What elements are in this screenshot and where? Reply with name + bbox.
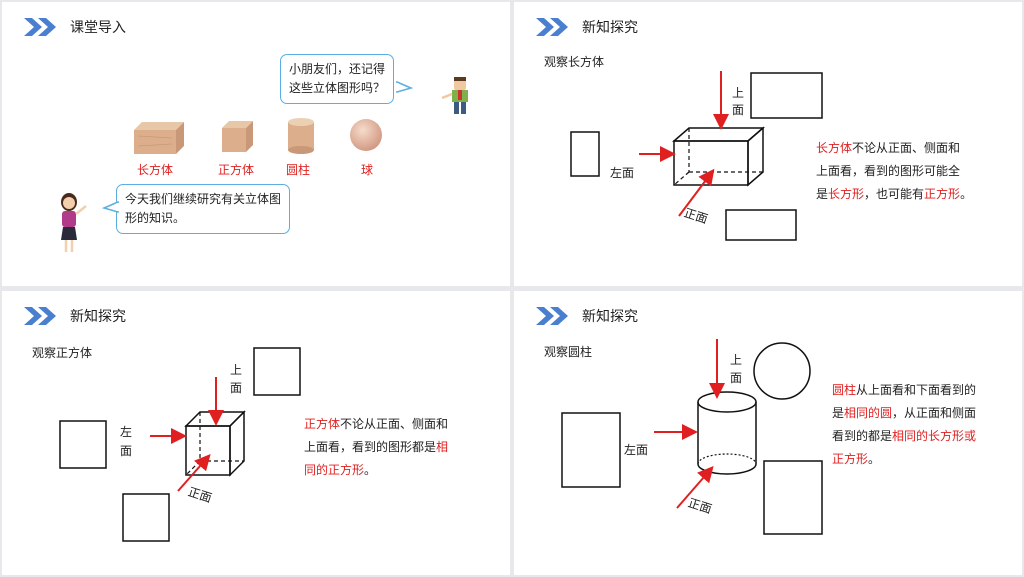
double-chevron-icon (24, 307, 56, 325)
slide-subtitle: 观察正方体 (32, 346, 93, 360)
label-top-1: 上 (730, 353, 743, 367)
highlight-term: 正方形 (832, 452, 869, 466)
bubble-tail (101, 200, 120, 213)
slide-subtitle: 观察圆柱 (544, 345, 593, 359)
cuboid-block-icon (134, 122, 184, 154)
cube-views-diagram (59, 347, 301, 542)
slide-title: 新知探究 (582, 309, 638, 325)
slide-title: 新知探究 (70, 309, 126, 325)
text-span: 上面看，看到的图形都是 (304, 440, 437, 454)
cylinder-views-diagram (561, 339, 823, 535)
highlight-term: 长方形 (828, 187, 865, 201)
text-span: ，也可能有 (864, 187, 925, 201)
shape-label-cube: 正方体 (218, 163, 255, 177)
cuboid-views-diagram (570, 71, 823, 241)
slide-panel-intro: 课堂导入 小朋友们，还记得 这些立体图形吗？ 长方体 正方体 圆柱 (2, 2, 510, 286)
slide-title: 课堂导入 (70, 20, 126, 36)
slide-header: 新知探究 (536, 305, 638, 327)
bubble-tail (395, 80, 414, 93)
slide-panel-cuboid: 新知探究 观察长方体 上 面 左面 正面 长方体不论从正面、侧面和 上面看，看到… (514, 2, 1022, 286)
highlight-term: 正方体 (304, 417, 341, 431)
slide-panel-cylinder: 新知探究 观察圆柱 上 面 左面 正面 圆柱从上面看和下面看到的 是相同的圆，从… (514, 291, 1022, 575)
label-left: 左面 (624, 443, 649, 457)
highlight-term: 长方体 (816, 141, 853, 155)
highlight-term: 相同的圆 (844, 406, 893, 420)
bubble-line: 小朋友们，还记得 (289, 62, 386, 76)
text-span: 从上面看和下面看到的 (856, 383, 977, 397)
slide-header: 课堂导入 (24, 16, 126, 38)
label-top-2: 面 (732, 103, 745, 117)
highlight-term: 相同的长方形或 (892, 429, 977, 443)
double-chevron-icon (536, 307, 568, 325)
label-left-2: 面 (120, 444, 133, 458)
text-span: 是 (816, 187, 829, 201)
highlight-term: 圆柱 (832, 383, 857, 397)
label-top-2: 面 (230, 381, 243, 395)
double-chevron-icon (24, 18, 56, 36)
text-line: 上面看，看到的图形可能全 (816, 164, 961, 178)
text-span: 。 (364, 463, 377, 477)
shape-label-sphere: 球 (361, 163, 374, 177)
bubble-line: 今天我们继续研究有关立体图 (125, 192, 282, 206)
bubble-line: 形的知识。 (125, 211, 186, 225)
text-span: 是 (832, 406, 845, 420)
cylinder-block-icon (288, 118, 314, 154)
cube-block-icon (222, 121, 253, 152)
text-span: 不论从正面、侧面和 (852, 141, 961, 155)
text-span: 。 (960, 187, 973, 201)
speech-bubble-teacher: 小朋友们，还记得 这些立体图形吗？ (280, 54, 395, 104)
description-text: 正方体不论从正面、侧面和 上面看，看到的图形都是相 同的正方形。 (304, 413, 448, 482)
bubble-line: 这些立体图形吗？ (289, 81, 386, 95)
text-span: 不论从正面、侧面和 (340, 417, 449, 431)
label-top-1: 上 (732, 86, 745, 100)
slide-header: 新知探究 (24, 305, 126, 327)
text-span: 看到的都是 (832, 429, 893, 443)
label-top-1: 上 (230, 363, 243, 377)
highlight-term: 同的正方形 (304, 463, 365, 477)
text-span: 。 (868, 452, 881, 466)
slide-panel-cube: 新知探究 观察正方体 上 面 左 面 正面 正方体不论从正面、侧面和 上面看，看… (2, 291, 510, 575)
highlight-term: 正方形 (924, 187, 961, 201)
man-pointing-figure (441, 77, 468, 114)
slide-header: 新知探究 (536, 16, 638, 38)
woman-teacher-figure (61, 193, 87, 252)
slide-subtitle: 观察长方体 (544, 55, 605, 69)
sphere-ball-icon (350, 119, 382, 151)
label-left: 左面 (610, 166, 635, 180)
speech-bubble-woman: 今天我们继续研究有关立体图 形的知识。 (116, 184, 291, 234)
shape-label-cuboid: 长方体 (137, 163, 174, 177)
shape-label-cylinder: 圆柱 (286, 163, 311, 177)
text-span: ，从正面和侧面 (892, 406, 977, 420)
description-text: 圆柱从上面看和下面看到的 是相同的圆，从正面和侧面 看到的都是相同的长方形或 正… (832, 379, 976, 471)
label-top-2: 面 (730, 371, 743, 385)
highlight-term: 相 (436, 440, 449, 454)
slide-title: 新知探究 (582, 20, 638, 36)
label-left-1: 左 (120, 425, 133, 439)
double-chevron-icon (536, 18, 568, 36)
description-text: 长方体不论从正面、侧面和 上面看，看到的图形可能全 是长方形，也可能有正方形。 (816, 137, 972, 206)
